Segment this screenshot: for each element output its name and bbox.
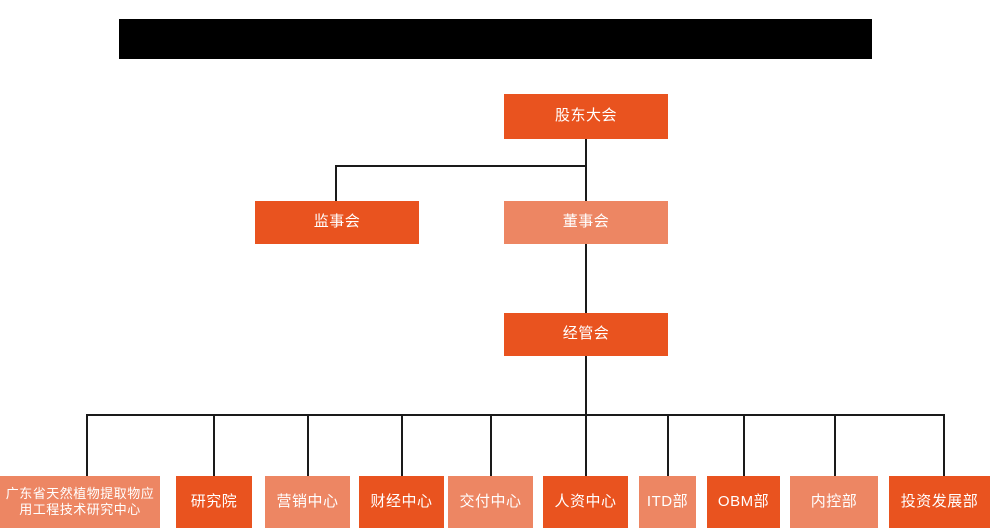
node-institute-label: 研究院 bbox=[190, 492, 238, 510]
node-shareholders-label: 股东大会 bbox=[554, 107, 617, 125]
node-marketing-center-label: 营销中心 bbox=[276, 492, 339, 510]
node-investment-development-department[interactable]: 投资发展部 bbox=[889, 476, 990, 528]
node-internal-control-department-label: 内控部 bbox=[810, 492, 858, 510]
connector-drop-institute bbox=[213, 414, 215, 476]
connector-drop-delivery-center bbox=[490, 414, 492, 476]
node-investment-development-department-label: 投资发展部 bbox=[900, 492, 979, 510]
node-management[interactable]: 经管会 bbox=[504, 313, 668, 356]
node-finance-center[interactable]: 财经中心 bbox=[359, 476, 444, 528]
connector-bus-level2 bbox=[335, 165, 587, 167]
connector-drop-directors bbox=[585, 165, 587, 201]
node-research-center-label-line1: 广东省天然植物提取物应 bbox=[5, 485, 155, 501]
node-hr-center[interactable]: 人资中心 bbox=[543, 476, 628, 528]
node-marketing-center[interactable]: 营销中心 bbox=[265, 476, 350, 528]
node-research-center-label-line2: 用工程技术研究中心 bbox=[19, 502, 141, 517]
connector-shareholders-down bbox=[585, 139, 587, 166]
node-obm-department-label: OBM部 bbox=[717, 492, 770, 510]
connector-drop-marketing-center bbox=[307, 414, 309, 476]
connector-bus-level4 bbox=[86, 414, 944, 416]
node-finance-center-label: 财经中心 bbox=[370, 492, 433, 510]
connector-drop-supervisors bbox=[335, 165, 337, 201]
node-itd-department-label: ITD部 bbox=[646, 492, 689, 510]
connector-drop-internal-control-department bbox=[834, 414, 836, 476]
node-directors[interactable]: 董事会 bbox=[504, 201, 668, 244]
node-delivery-center[interactable]: 交付中心 bbox=[448, 476, 533, 528]
connector-drop-research-center bbox=[86, 414, 88, 476]
connector-directors-management bbox=[585, 243, 587, 313]
node-supervisors-label: 监事会 bbox=[313, 213, 361, 231]
connector-drop-obm-department bbox=[743, 414, 745, 476]
connector-management-down bbox=[585, 356, 587, 416]
node-itd-department[interactable]: ITD部 bbox=[639, 476, 696, 528]
connector-drop-investment-development-department bbox=[943, 414, 945, 476]
connector-drop-itd-department bbox=[667, 414, 669, 476]
node-directors-label: 董事会 bbox=[562, 213, 610, 231]
node-institute[interactable]: 研究院 bbox=[176, 476, 252, 528]
node-internal-control-department[interactable]: 内控部 bbox=[790, 476, 878, 528]
connector-drop-hr-center bbox=[585, 414, 587, 476]
connector-drop-finance-center bbox=[401, 414, 403, 476]
node-management-label: 经管会 bbox=[562, 325, 610, 343]
redacted-title-bar bbox=[119, 19, 872, 59]
node-supervisors[interactable]: 监事会 bbox=[255, 201, 419, 244]
node-hr-center-label: 人资中心 bbox=[554, 492, 617, 510]
node-obm-department[interactable]: OBM部 bbox=[707, 476, 780, 528]
node-delivery-center-label: 交付中心 bbox=[459, 492, 522, 510]
node-research-center[interactable]: 广东省天然植物提取物应 用工程技术研究中心 bbox=[0, 476, 160, 528]
node-shareholders[interactable]: 股东大会 bbox=[504, 94, 668, 139]
